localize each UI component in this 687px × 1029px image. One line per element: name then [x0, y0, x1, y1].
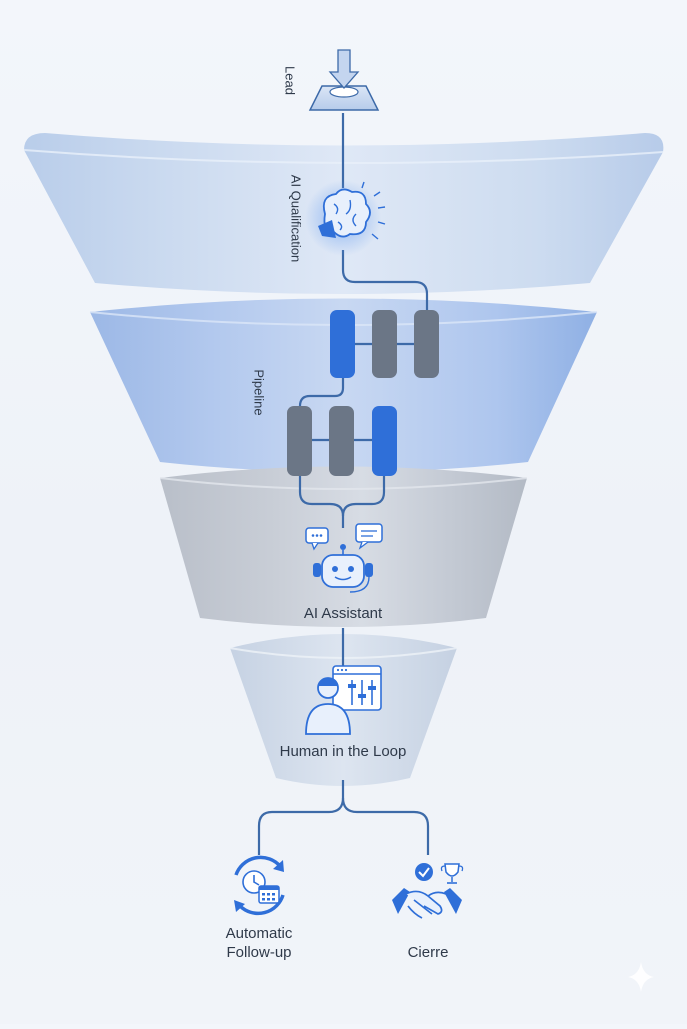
assistant-label: AI Assistant [303, 605, 383, 622]
pipeline-stage-active [372, 406, 397, 476]
pipeline-label: Pipeline [251, 369, 267, 416]
calendar-cycle-icon [234, 855, 285, 916]
pipeline-stage [372, 310, 397, 378]
lead-label: Lead [282, 66, 298, 95]
pipeline-stage [414, 310, 439, 378]
person-dashboard-icon [305, 665, 382, 735]
pipeline-stages-bottom [287, 406, 397, 476]
sparkle-icon [628, 962, 654, 992]
followup-label-line2: Follow-up [226, 944, 292, 961]
robot-headset-icon [305, 523, 383, 593]
pipeline-stages-top [330, 310, 439, 378]
qualification-label: AI Qualification [288, 174, 304, 263]
followup-label-line1: Automatic [225, 925, 293, 942]
pipeline-stage-active [330, 310, 355, 378]
connector-lines [257, 113, 430, 855]
close-label: Cierre [407, 944, 449, 961]
pipeline-stage [287, 406, 312, 476]
brain-icon [305, 180, 386, 256]
pipeline-stage [329, 406, 354, 476]
inbox-arrow-icon [308, 49, 380, 111]
human-label: Human in the Loop [279, 743, 407, 760]
handshake-trophy-icon [392, 863, 464, 919]
